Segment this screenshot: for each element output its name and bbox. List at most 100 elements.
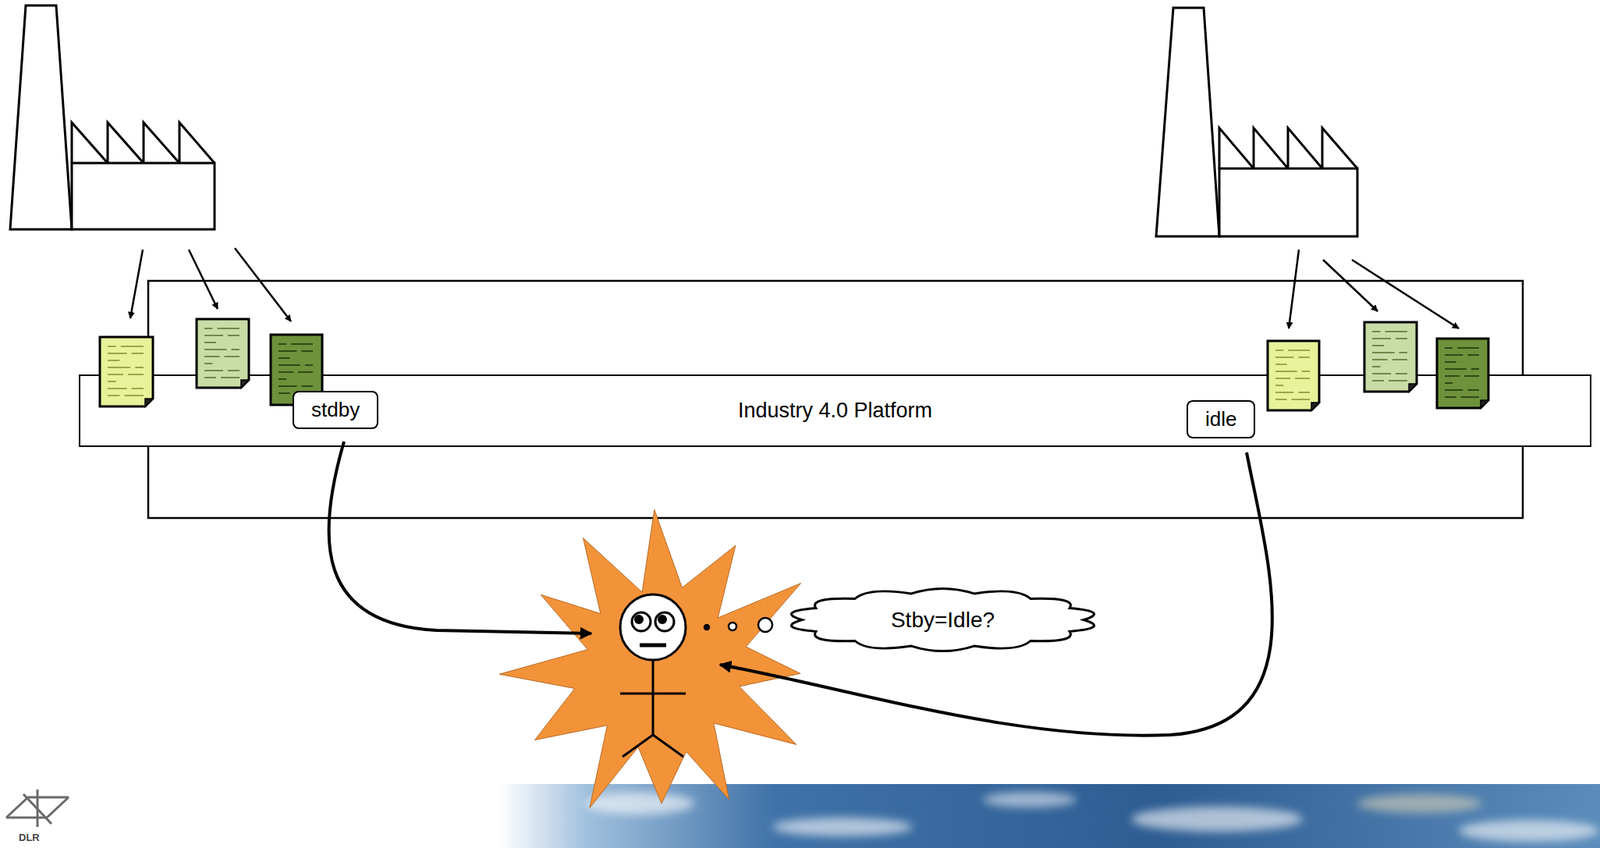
status-tag: stdby: [292, 390, 379, 430]
earth-image: [500, 784, 1600, 848]
document-text-line: [278, 371, 294, 373]
document-text-line: [124, 394, 144, 397]
data-arrows: [130, 248, 1459, 329]
document-fold: [145, 398, 153, 407]
document-text-line: [120, 345, 144, 348]
document-text-line: [127, 373, 144, 376]
document-text-line: [204, 355, 220, 358]
document-text-line: [107, 380, 117, 383]
thought-dot: [728, 622, 737, 631]
factory: [1156, 7, 1358, 237]
dlr-logo-line: [6, 797, 69, 818]
document-text-line: [278, 392, 291, 394]
dlr-logo-line: [6, 797, 69, 818]
document-text-line: [224, 355, 241, 358]
document-text-line: [1275, 349, 1284, 352]
document-text-line: [1392, 358, 1409, 361]
dlr-logo: [6, 789, 69, 827]
document-sheet: [99, 337, 153, 407]
document-text-line: [1444, 382, 1453, 384]
status-text: idle: [1205, 407, 1237, 432]
document-text-line: [217, 327, 241, 330]
data-arrow: [188, 249, 218, 309]
document-sheet: [1436, 338, 1489, 408]
factory: [10, 5, 215, 230]
document-text-line: [1372, 337, 1391, 340]
document-text-line: [1301, 370, 1310, 373]
document-text-line: [290, 343, 313, 345]
document-text-line: [278, 385, 297, 387]
document-text-line: [1372, 379, 1384, 382]
thought-dot: [704, 624, 710, 630]
document-text-line: [1395, 372, 1408, 375]
document-text-line: [204, 369, 224, 372]
document-text-line: [298, 371, 313, 373]
factory-chimney: [10, 5, 72, 230]
data-arrow: [1323, 259, 1378, 312]
earth-cloud: [982, 791, 1077, 808]
document-text-line: [231, 348, 241, 351]
document-text-line: [1464, 375, 1480, 377]
document-text-line: [278, 378, 287, 380]
dlr-logo-line: [23, 794, 52, 824]
document-text-line: [1457, 347, 1480, 349]
document-text-line: [1444, 354, 1463, 356]
document-text-line: [1444, 396, 1457, 398]
document-text-line: [204, 362, 213, 365]
earth-cloud: [1131, 806, 1303, 832]
factory-building: [1219, 168, 1358, 237]
document-text-line: [1372, 351, 1395, 354]
document-text-line: [1372, 365, 1381, 368]
person-arms: [620, 692, 686, 696]
data-arrow: [1288, 249, 1299, 329]
document-text-line: [204, 327, 213, 330]
document-text-line: [1444, 375, 1460, 377]
document-text-line: [1372, 344, 1384, 347]
confusion-starburst: [499, 509, 802, 808]
data-arrow: [234, 248, 291, 322]
document-text-line: [1372, 358, 1388, 361]
document-text-line: [1275, 370, 1298, 373]
person-figure: [620, 594, 686, 757]
document-text-line: [1298, 391, 1310, 394]
thought-cloud-outline: [791, 588, 1094, 651]
status-arrows: [328, 441, 1272, 736]
document-text-line: [1275, 391, 1294, 394]
document-text-line: [1372, 372, 1391, 375]
status-text: stdby: [311, 397, 360, 423]
thought-cloud: Stby=Idle?: [795, 586, 1090, 653]
document-text-line: [1275, 398, 1288, 401]
document-sheet: [1267, 340, 1320, 411]
factory-roof: [71, 122, 215, 164]
person-eye: [631, 612, 651, 632]
document-text-line: [1399, 351, 1409, 354]
document-text-line: [278, 357, 291, 359]
document-fold: [1480, 400, 1489, 408]
thought-dot: [758, 617, 773, 632]
document-text-line: [1294, 377, 1310, 380]
document-icon: [1267, 340, 1320, 411]
document-text-line: [107, 345, 117, 348]
document-text-line: [1388, 379, 1408, 382]
document-fold: [241, 379, 249, 388]
document-text-line: [301, 385, 313, 387]
document-text-line: [1461, 396, 1480, 398]
person-pupil: [634, 614, 644, 625]
factory-building: [71, 163, 215, 230]
document-text-line: [278, 364, 301, 366]
factory-chimney: [1156, 7, 1220, 237]
document-text-line: [204, 334, 224, 337]
document-text-line: [107, 373, 124, 376]
person-mouth: [639, 643, 667, 648]
person-eye: [655, 612, 675, 632]
document-text-line: [1467, 389, 1480, 391]
earth-image: [500, 784, 1600, 848]
status-tag: idle: [1186, 400, 1256, 439]
document-icon: [1364, 322, 1417, 392]
document-text-line: [305, 364, 313, 366]
document-text-line: [220, 376, 240, 379]
person-pupil: [657, 614, 667, 625]
document-text-line: [1372, 330, 1381, 333]
document-text-line: [134, 366, 144, 369]
